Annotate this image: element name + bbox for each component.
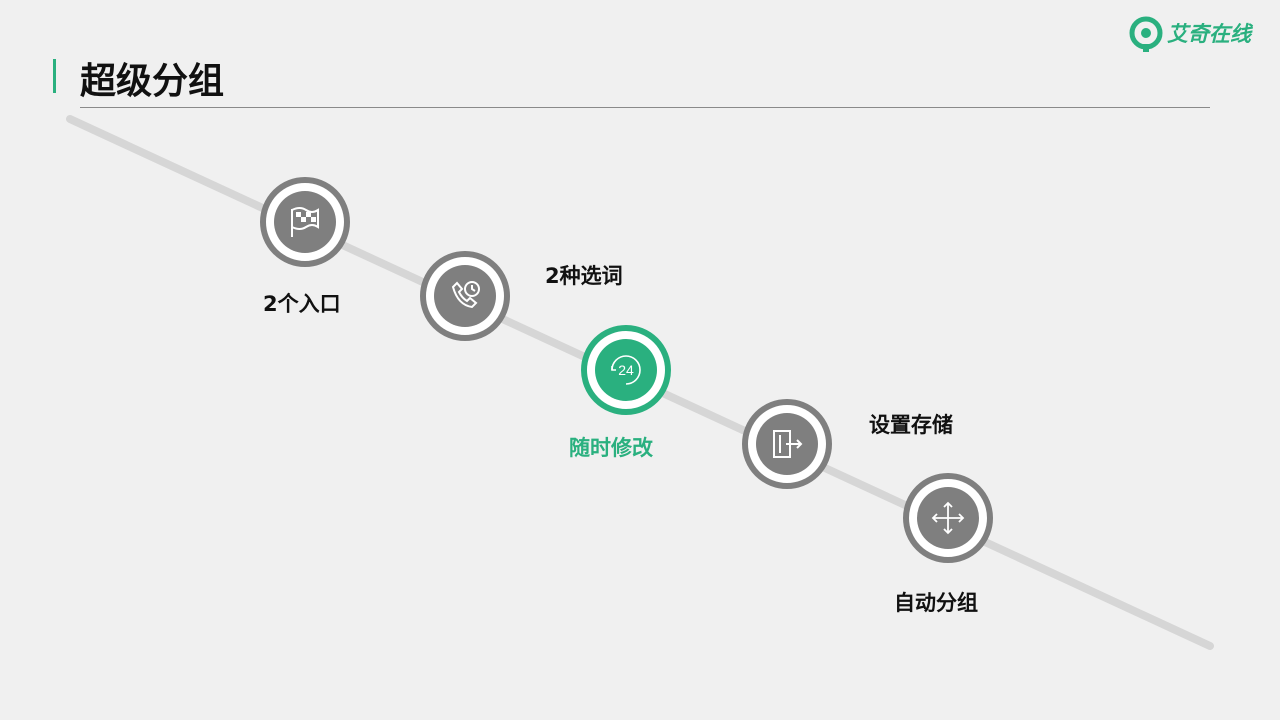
step-1-node xyxy=(260,177,350,267)
door-exit-icon xyxy=(773,430,803,458)
move-arrows-icon xyxy=(931,501,965,535)
title-accent-bar xyxy=(53,59,56,93)
logo-text: 艾奇在线 xyxy=(1167,22,1251,46)
step-2-node xyxy=(420,251,510,341)
step-5-label: 自动分组 xyxy=(894,591,978,615)
step-3-label: 随时修改 xyxy=(569,436,653,460)
step-4-label: 设置存储 xyxy=(869,413,953,437)
step-5-node xyxy=(903,473,993,563)
page-title: 超级分组 xyxy=(80,61,225,102)
step-3-node: 24 xyxy=(581,325,671,415)
step-1-label: 2个入口 xyxy=(263,292,341,316)
flag-icon xyxy=(291,207,319,237)
title-divider xyxy=(80,107,1210,108)
svg-text:24: 24 xyxy=(618,362,634,378)
logo-mark-icon xyxy=(1129,16,1163,52)
step-4-node xyxy=(742,399,832,489)
phone-clock-icon xyxy=(451,281,480,309)
brand-logo: 艾奇在线 xyxy=(1127,14,1267,56)
clock-24-icon: 24 xyxy=(611,355,641,385)
step-2-label: 2种选词 xyxy=(545,264,623,288)
